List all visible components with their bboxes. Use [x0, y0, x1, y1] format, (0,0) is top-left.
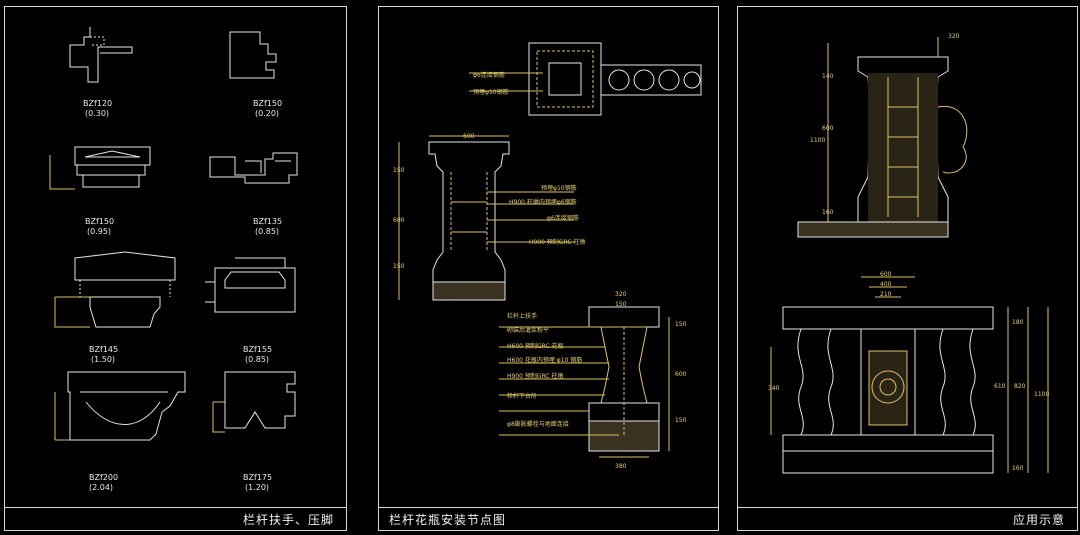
profile-label-scale: (0.30) [85, 109, 110, 118]
section-dim: 160 [822, 209, 834, 216]
plan-note: φ6连接钢筋 [473, 72, 505, 79]
vase-detail [499, 306, 670, 458]
column-dim: 600 [463, 133, 475, 140]
vase-note: 砌装后灌浆粉平 [507, 327, 550, 334]
panel-footer: 应用示意 [738, 507, 1077, 530]
elevation-dim: 820 [1014, 383, 1026, 390]
profile-label-scale: (0.95) [87, 227, 112, 236]
elevation-dim: 180 [1012, 319, 1024, 326]
profile-label-code: BZf155 [243, 345, 273, 354]
vase-note: 栏杆下台阶 [507, 393, 538, 400]
vase-note: H900 预制GRC 柱墩 [507, 373, 564, 380]
elevation-dim: 1100 [1034, 391, 1050, 398]
section-view [797, 37, 968, 238]
profile-label-code: BZf175 [243, 473, 273, 482]
profile-label-scale: (0.85) [245, 355, 270, 364]
elevation-dim: 210 [880, 291, 892, 298]
column-note: H900 柱墩内预埋φ6钢筋 [509, 199, 577, 206]
profile-label-code: BZf120 [83, 99, 113, 108]
profile-bzf150-b [49, 146, 151, 190]
profile-bzf135 [209, 152, 298, 184]
profile-label-scale: (1.50) [91, 355, 116, 364]
panel-title: 应用示意 [1012, 513, 1065, 527]
vase-dim: 320 [615, 291, 627, 298]
vase-note: H600 预制GRC 花瓶 [507, 343, 564, 350]
plan-note: 预埋φ10钢筋 [473, 89, 509, 96]
vase-note: 栏杆上扶手 [507, 313, 538, 320]
profile-bzf120 [69, 27, 133, 83]
application-drawing [770, 37, 1049, 474]
elevation-dim: 600 [880, 271, 892, 278]
column-dim: 150 [393, 167, 405, 174]
elevation-dim: 610 [994, 383, 1006, 390]
profiles-drawing [49, 27, 298, 441]
panel-profiles: BZf120 (0.30) BZf150 (0.20) BZf150 (0.95… [4, 6, 347, 531]
profile-bzf145 [54, 251, 176, 328]
vase-dim: 150 [675, 417, 687, 424]
column-note: H900 预制GRC 柱墩 [529, 239, 586, 246]
section-dim: 600 [822, 125, 834, 132]
elevation-dim: 340 [768, 385, 780, 392]
profile-bzf155 [205, 257, 296, 313]
vase-dim: 600 [675, 371, 687, 378]
vase-dim: 150 [675, 321, 687, 328]
section-dim: 320 [948, 33, 960, 40]
panel-footer: 栏杆扶手、压脚 [5, 507, 346, 530]
profile-label-code: BZf150 [85, 217, 115, 226]
profile-label-code: BZf200 [89, 473, 119, 482]
profile-label-scale: (1.20) [245, 483, 270, 492]
section-dim: 140 [822, 73, 834, 80]
panel-title: 栏杆花瓶安装节点图 [389, 513, 507, 527]
vase-note: φ8膨胀螺栓与地面连接 [507, 421, 569, 428]
panel-title: 栏杆扶手、压脚 [242, 513, 334, 527]
vase-note: H600 花瓶内预埋 φ10 钢筋 [507, 357, 583, 364]
profile-bzf200 [54, 371, 186, 441]
column-dim: 600 [393, 217, 405, 224]
profile-bzf150-a [229, 31, 277, 79]
elevation-dim: 400 [880, 281, 892, 288]
vase-dim: 150 [615, 301, 627, 308]
section-dim: 1100 [810, 137, 826, 144]
profile-label-scale: (2.04) [89, 483, 114, 492]
profile-label-scale: (0.20) [255, 109, 280, 118]
column-note: 预埋φ10钢筋 [541, 185, 577, 192]
elevation-view [770, 276, 1049, 474]
panel-footer: 栏杆花瓶安装节点图 [379, 507, 718, 530]
profile-label-code: BZf135 [253, 217, 283, 226]
column-note: φ6连接钢筋 [547, 215, 579, 222]
column-dim: 150 [393, 263, 405, 270]
panel-installation: φ6连接钢筋 预埋φ10钢筋 预埋φ10钢筋 H900 柱墩内预埋φ6钢筋 φ6… [378, 6, 719, 531]
column-elevation [398, 135, 574, 301]
profile-bzf175 [212, 371, 296, 433]
panel-application: 320 140 600 1100 160 600 400 210 180 340… [737, 6, 1078, 531]
profile-label-scale: (0.85) [255, 227, 280, 236]
profile-label-code: BZf150 [253, 99, 283, 108]
plan-view [469, 42, 702, 116]
installation-drawing [398, 42, 702, 458]
elevation-dim: 160 [1012, 465, 1024, 472]
profile-label-code: BZf145 [89, 345, 119, 354]
vase-dim: 380 [615, 463, 627, 470]
